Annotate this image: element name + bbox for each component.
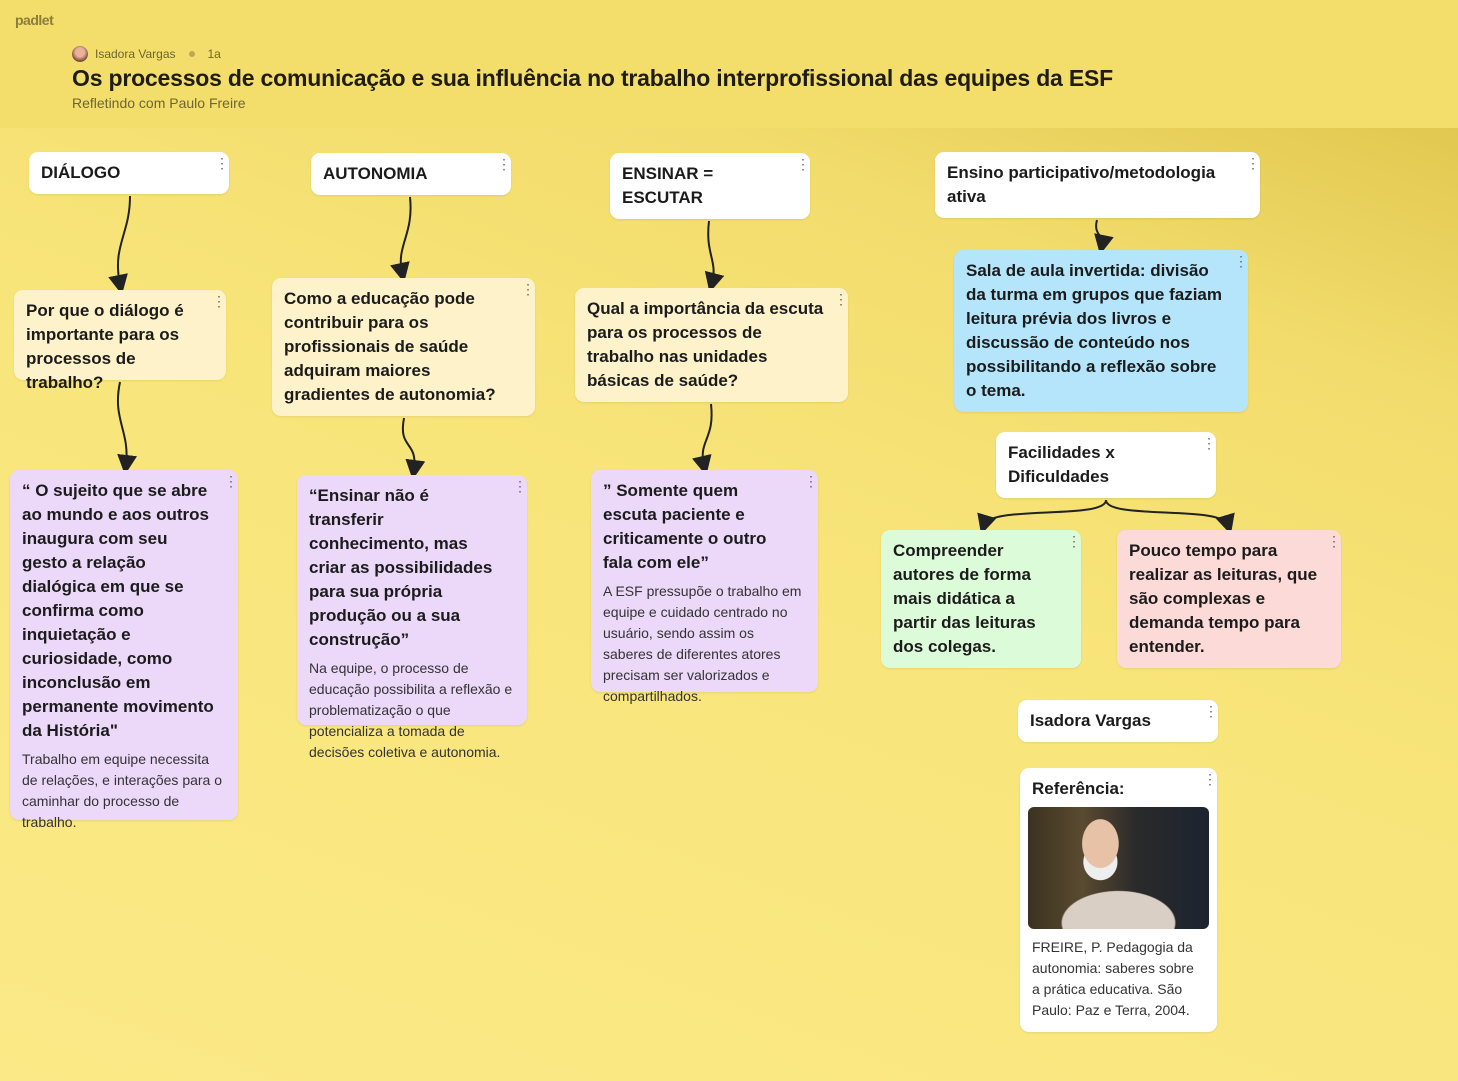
more-options-icon[interactable]: ⋮ bbox=[513, 478, 527, 494]
card-body: Na equipe, o processo de educação possib… bbox=[309, 660, 513, 760]
more-options-icon[interactable]: ⋮ bbox=[212, 293, 226, 309]
difficulty-card[interactable]: Pouco tempo para realizar as leituras, q… bbox=[1117, 530, 1341, 668]
more-options-icon[interactable]: ⋮ bbox=[1234, 253, 1248, 269]
more-options-icon[interactable]: ⋮ bbox=[1327, 533, 1341, 549]
card-title: Isadora Vargas bbox=[1030, 711, 1151, 730]
card-body: Trabalho em equipe necessita de relações… bbox=[22, 751, 223, 830]
card-title: “ O sujeito que se abre ao mundo e aos o… bbox=[22, 481, 214, 740]
question-card[interactable]: Qual a importância da escuta para os pro… bbox=[575, 288, 848, 402]
question-card[interactable]: Como a educação pode contribuir para os … bbox=[272, 278, 535, 416]
column-header-ensinar[interactable]: ENSINAR = ESCUTAR ⋮ bbox=[610, 153, 810, 219]
card-title: ENSINAR = ESCUTAR bbox=[622, 164, 714, 207]
separator-dot bbox=[188, 51, 195, 57]
more-options-icon[interactable]: ⋮ bbox=[521, 281, 535, 297]
arrow bbox=[1105, 499, 1235, 535]
card-title: Pouco tempo para realizar as leituras, q… bbox=[1129, 541, 1318, 656]
reference-card[interactable]: Referência: FREIRE, P. Pedagogia da auton… bbox=[1020, 768, 1217, 1032]
board-subtitle: Refletindo com Paulo Freire bbox=[72, 95, 246, 111]
more-options-icon[interactable]: ⋮ bbox=[796, 156, 810, 172]
more-options-icon[interactable]: ⋮ bbox=[834, 291, 848, 307]
card-title: ” Somente quem escuta paciente e critica… bbox=[603, 481, 767, 572]
paulo-freire-photo[interactable] bbox=[1028, 807, 1209, 929]
arrow bbox=[692, 403, 713, 476]
arrow bbox=[390, 196, 412, 283]
padlet-logo[interactable]: padlet bbox=[15, 12, 54, 28]
arrow bbox=[108, 195, 131, 295]
more-options-icon[interactable]: ⋮ bbox=[215, 155, 229, 171]
more-options-icon[interactable]: ⋮ bbox=[497, 156, 511, 172]
card-title: Sala de aula invertida: divisão da turma… bbox=[966, 261, 1222, 400]
question-card[interactable]: Por que o diálogo é importante para os p… bbox=[14, 290, 226, 392]
card-title: Referência: bbox=[1032, 779, 1125, 798]
card-title: Ensino participativo/metodologia ativa bbox=[947, 163, 1216, 206]
more-options-icon[interactable]: ⋮ bbox=[1203, 771, 1217, 787]
card-title: Por que o diálogo é importante para os p… bbox=[26, 301, 184, 392]
more-options-icon[interactable]: ⋮ bbox=[224, 473, 238, 489]
facility-card[interactable]: Compreender autores de forma mais didáti… bbox=[881, 530, 1081, 668]
arrow bbox=[1094, 219, 1114, 255]
more-options-icon[interactable]: ⋮ bbox=[1204, 703, 1218, 719]
card-title: Qual a importância da escuta para os pro… bbox=[587, 299, 824, 390]
card-title: “Ensinar não é transferir conhecimento, … bbox=[309, 486, 493, 649]
card-body: FREIRE, P. Pedagogia da autonomia: saber… bbox=[1032, 939, 1194, 1018]
more-options-icon[interactable]: ⋮ bbox=[804, 473, 818, 489]
board-meta: Isadora Vargas 1a bbox=[72, 46, 221, 62]
card-title: AUTONOMIA bbox=[323, 164, 428, 183]
quote-card[interactable]: ” Somente quem escuta paciente e critica… bbox=[591, 470, 818, 704]
column-header-ensino-participativo[interactable]: Ensino participativo/metodologia ativa ⋮ bbox=[935, 152, 1260, 218]
facilities-header-card[interactable]: Facilidades x Dificuldades ⋮ bbox=[996, 432, 1216, 498]
arrow bbox=[401, 417, 426, 480]
author-avatar bbox=[72, 46, 88, 62]
author-name: Isadora Vargas bbox=[95, 47, 176, 61]
column-header-autonomia[interactable]: AUTONOMIA ⋮ bbox=[311, 153, 511, 195]
board-title: Os processos de comunicação e sua influê… bbox=[72, 65, 1113, 91]
board-header: padlet Isadora Vargas 1a Os processos de… bbox=[0, 0, 1458, 128]
card-body: A ESF pressupõe o trabalho em equipe e c… bbox=[603, 583, 802, 704]
card-title: Como a educação pode contribuir para os … bbox=[284, 289, 496, 404]
arrow bbox=[704, 220, 725, 293]
card-title: DIÁLOGO bbox=[41, 163, 121, 182]
more-options-icon[interactable]: ⋮ bbox=[1246, 155, 1260, 171]
arrow bbox=[977, 499, 1107, 535]
column-header-dialogo[interactable]: DIÁLOGO ⋮ bbox=[29, 152, 229, 194]
card-title: Compreender autores de forma mais didáti… bbox=[893, 541, 1036, 656]
more-options-icon[interactable]: ⋮ bbox=[1202, 435, 1216, 451]
quote-card[interactable]: “Ensinar não é transferir conhecimento, … bbox=[297, 475, 527, 760]
quote-card[interactable]: “ O sujeito que se abre ao mundo e aos o… bbox=[10, 470, 238, 830]
method-card[interactable]: Sala de aula invertida: divisão da turma… bbox=[954, 250, 1248, 412]
board-age: 1a bbox=[207, 47, 221, 61]
card-title: Facilidades x Dificuldades bbox=[1008, 443, 1115, 486]
more-options-icon[interactable]: ⋮ bbox=[1067, 533, 1081, 549]
author-card[interactable]: Isadora Vargas ⋮ bbox=[1018, 700, 1218, 742]
